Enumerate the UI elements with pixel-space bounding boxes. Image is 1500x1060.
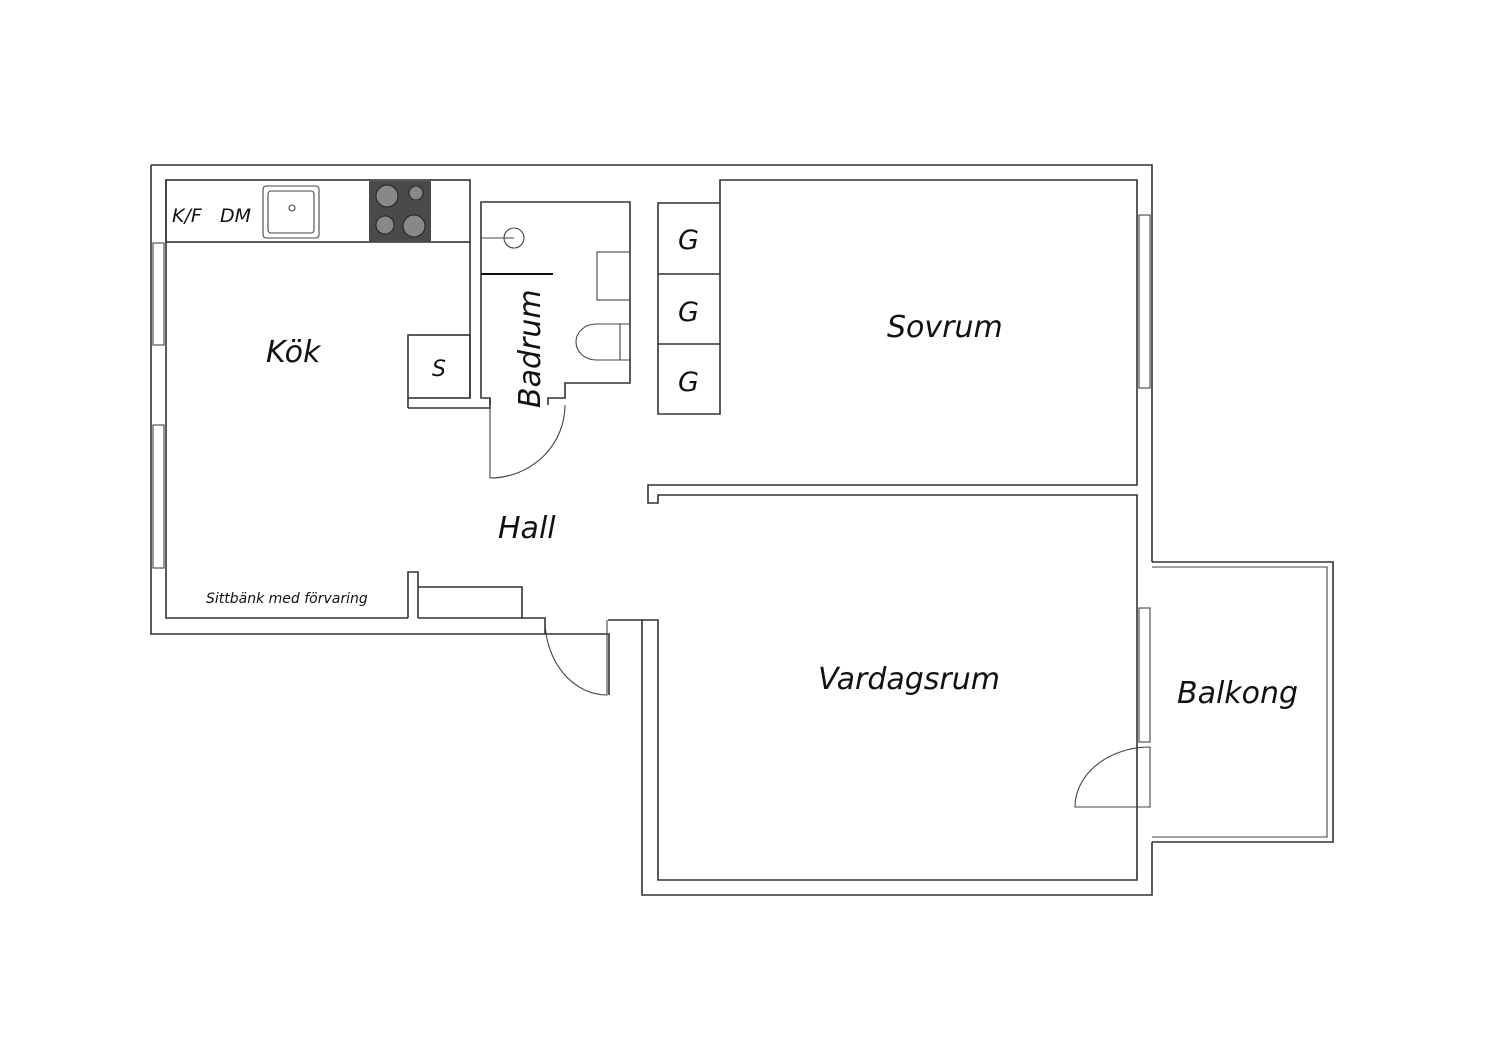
entrance-door[interactable] (544, 619, 608, 696)
wardrobe-label: G (678, 225, 699, 256)
wardrobes (658, 273, 720, 345)
toilet-icon (575, 323, 631, 361)
room-label-bedroom: Sovrum (887, 310, 1003, 345)
bathroom-walls (480, 201, 631, 479)
storage-label: S (432, 357, 446, 382)
bathroom-door[interactable] (489, 404, 566, 479)
balcony-door[interactable] (1074, 746, 1151, 808)
window (1138, 214, 1151, 389)
room-label-living-room: Vardagsrum (818, 662, 1000, 697)
hall-features (407, 571, 608, 696)
wardrobe-label: G (678, 367, 699, 398)
room-label-hall: Hall (498, 511, 556, 546)
bench-label: Sittbänk med förvaring (206, 591, 368, 607)
kitchen-counter (165, 179, 491, 409)
room-label-bathroom: Badrum (513, 289, 548, 408)
balcony (1074, 561, 1334, 843)
storage-cabinet (407, 334, 471, 399)
window (152, 242, 165, 346)
window (1138, 607, 1151, 743)
window (152, 424, 165, 569)
windows (152, 214, 1151, 743)
wardrobe-label: G (678, 297, 699, 328)
stove-icon (369, 181, 431, 242)
room-label-kitchen: Kök (266, 335, 322, 370)
room-label-balcony: Balkong (1177, 676, 1298, 711)
exterior-walls (150, 164, 1153, 896)
dishwasher-label: DM (220, 205, 251, 227)
fridge-freezer-label: K/F (172, 205, 203, 227)
sink-icon (262, 185, 320, 239)
washbasin-icon (596, 251, 631, 301)
